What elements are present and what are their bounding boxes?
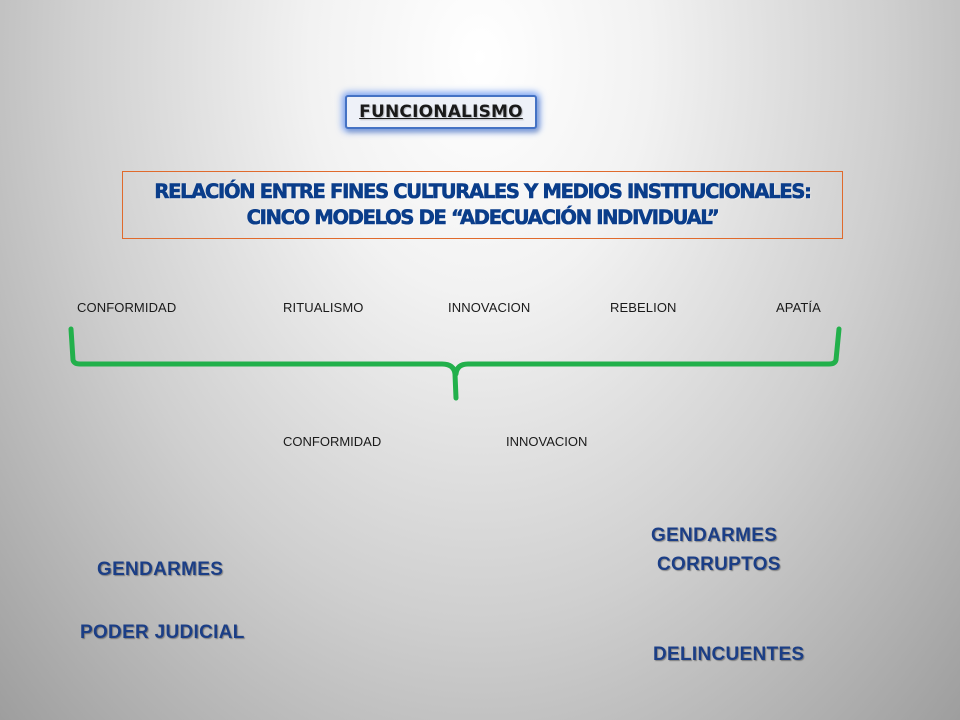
outcome-gendarmes: GENDARMES [97,559,224,580]
heading-box: RELACIÓN ENTRE FINES CULTURALES Y MEDIOS… [122,171,843,239]
model-label-rebelion: REBELION [610,300,677,315]
heading-line-2: CINCO MODELOS DE “ADECUACIÓN INDIVIDUAL” [246,206,720,230]
slide-title: FUNCIONALISMO [359,102,523,122]
model-label-innovacion: INNOVACION [448,300,531,315]
heading-line-1: RELACIÓN ENTRE FINES CULTURALES Y MEDIOS… [154,180,812,204]
subgroup-label-conformidad: CONFORMIDAD [283,434,382,449]
model-label-apatia: APATÍA [776,300,821,315]
model-label-ritualismo: RITUALISMO [283,300,364,315]
model-label-conformidad: CONFORMIDAD [77,300,177,315]
outcome-gendarmes-corruptos-line1: GENDARMES [651,525,778,546]
title-box: FUNCIONALISMO [345,95,537,129]
curly-brace-shape [68,326,842,401]
outcome-gendarmes-corruptos-line2: CORRUPTOS [657,554,781,575]
subgroup-label-innovacion: INNOVACION [506,434,588,449]
outcome-poder-judicial: PODER JUDICIAL [80,622,245,643]
outcome-delincuentes: DELINCUENTES [653,644,805,665]
